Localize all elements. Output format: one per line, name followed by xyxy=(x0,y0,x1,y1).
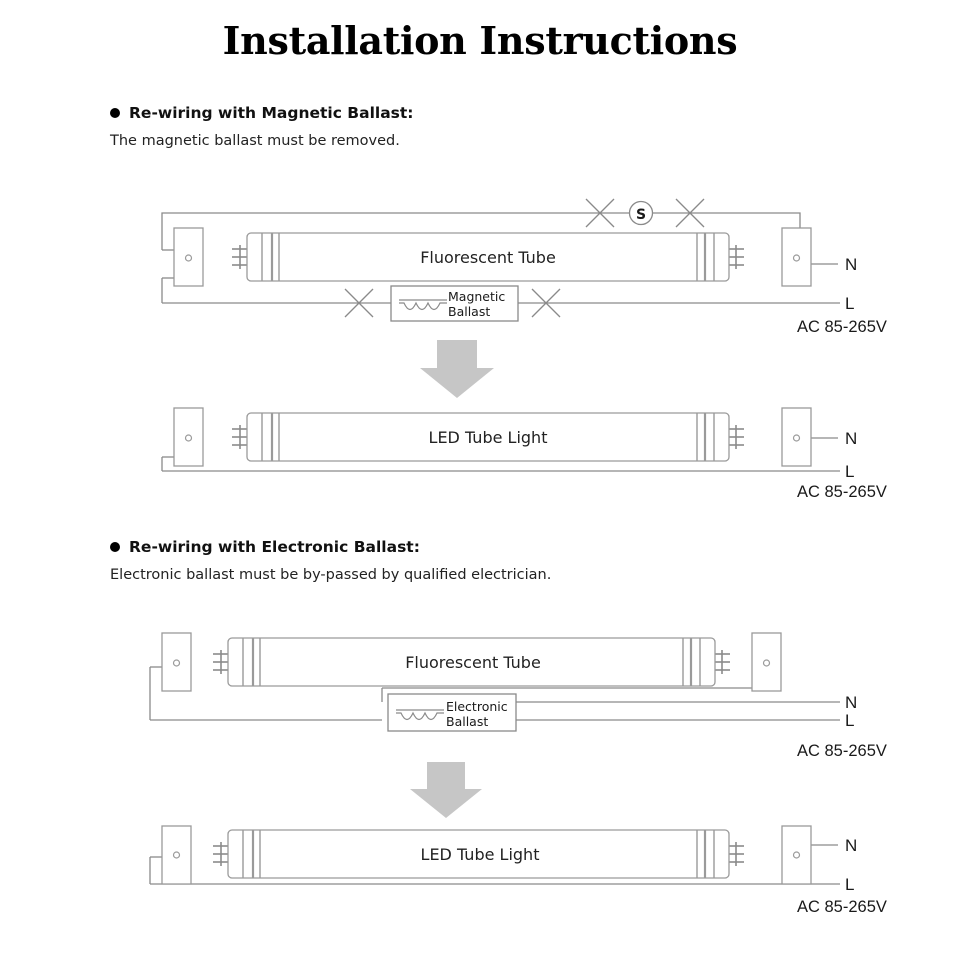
led-tube xyxy=(213,829,744,879)
starter-label: S xyxy=(636,207,646,223)
tube-label-led: LED Tube Light xyxy=(421,845,540,864)
ballast-label-line2: Ballast xyxy=(448,304,490,319)
neutral-label: N xyxy=(845,255,857,274)
section-heading-electronic-label: Re-wiring with Electronic Ballast: xyxy=(129,538,420,556)
section-heading-magnetic: Re-wiring with Magnetic Ballast: xyxy=(110,104,414,122)
neutral-label: N xyxy=(845,429,857,448)
lamp-holder-right xyxy=(781,407,812,467)
down-arrow-icon xyxy=(410,762,482,818)
section-heading-magnetic-label: Re-wiring with Magnetic Ballast: xyxy=(129,104,414,122)
led-tube xyxy=(232,412,744,462)
live-label: L xyxy=(845,462,854,481)
lamp-holder-right xyxy=(781,825,812,885)
fluorescent-tube xyxy=(213,637,730,687)
lamp-holder-right xyxy=(781,227,812,287)
diagram-electronic-before: Fluorescent Tube Electronic Ballast N L xyxy=(0,610,960,760)
voltage-label-electronic-after: AC 85-265V xyxy=(797,898,887,916)
ballast-label-line1: Magnetic xyxy=(448,289,505,304)
voltage-label-magnetic-after: AC 85-265V xyxy=(797,483,887,501)
remove-mark-icon-3 xyxy=(344,288,374,318)
lamp-holder-left xyxy=(161,632,192,692)
live-label: L xyxy=(845,875,854,894)
starter-symbol: S xyxy=(628,200,654,226)
tube-label-led: LED Tube Light xyxy=(429,428,548,447)
bullet-dot-icon xyxy=(110,542,120,552)
neutral-label: N xyxy=(845,693,857,712)
diagram-electronic-after: LED Tube Light N L xyxy=(0,812,960,912)
tube-label-fluorescent: Fluorescent Tube xyxy=(405,653,541,672)
tube-label-fluorescent: Fluorescent Tube xyxy=(420,248,556,267)
voltage-label-magnetic-before: AC 85-265V xyxy=(797,318,887,336)
magnetic-ballast-box: Magnetic Ballast xyxy=(390,285,519,322)
transition-arrow-2 xyxy=(0,762,960,818)
neutral-label: N xyxy=(845,836,857,855)
live-label: L xyxy=(845,711,854,730)
remove-mark-icon-1 xyxy=(585,198,615,228)
section-heading-electronic: Re-wiring with Electronic Ballast: xyxy=(110,538,420,556)
lamp-holder-left xyxy=(173,227,204,287)
down-arrow-icon xyxy=(420,340,494,398)
live-label: L xyxy=(845,294,854,313)
ballast-label-line2: Ballast xyxy=(446,714,488,729)
diagram-magnetic-before: Fluorescent Tube S xyxy=(0,190,960,340)
page-title: Installation Instructions xyxy=(222,18,738,63)
voltage-label-electronic-before: AC 85-265V xyxy=(797,742,887,760)
lamp-holder-right xyxy=(751,632,782,692)
ballast-label-line1: Electronic xyxy=(446,699,508,714)
remove-mark-icon-2 xyxy=(675,198,705,228)
electronic-ballast-box: Electronic Ballast xyxy=(387,693,517,732)
lamp-holder-left xyxy=(161,825,192,885)
section-subtext-magnetic: The magnetic ballast must be removed. xyxy=(110,133,400,149)
remove-mark-icon-4 xyxy=(531,288,561,318)
transition-arrow-1 xyxy=(0,340,960,398)
diagram-magnetic-after: LED Tube Light N L xyxy=(0,395,960,505)
section-subtext-electronic: Electronic ballast must be by-passed by … xyxy=(110,567,552,583)
lamp-holder-left xyxy=(173,407,204,467)
fluorescent-tube xyxy=(232,232,744,282)
bullet-dot-icon xyxy=(110,108,120,118)
